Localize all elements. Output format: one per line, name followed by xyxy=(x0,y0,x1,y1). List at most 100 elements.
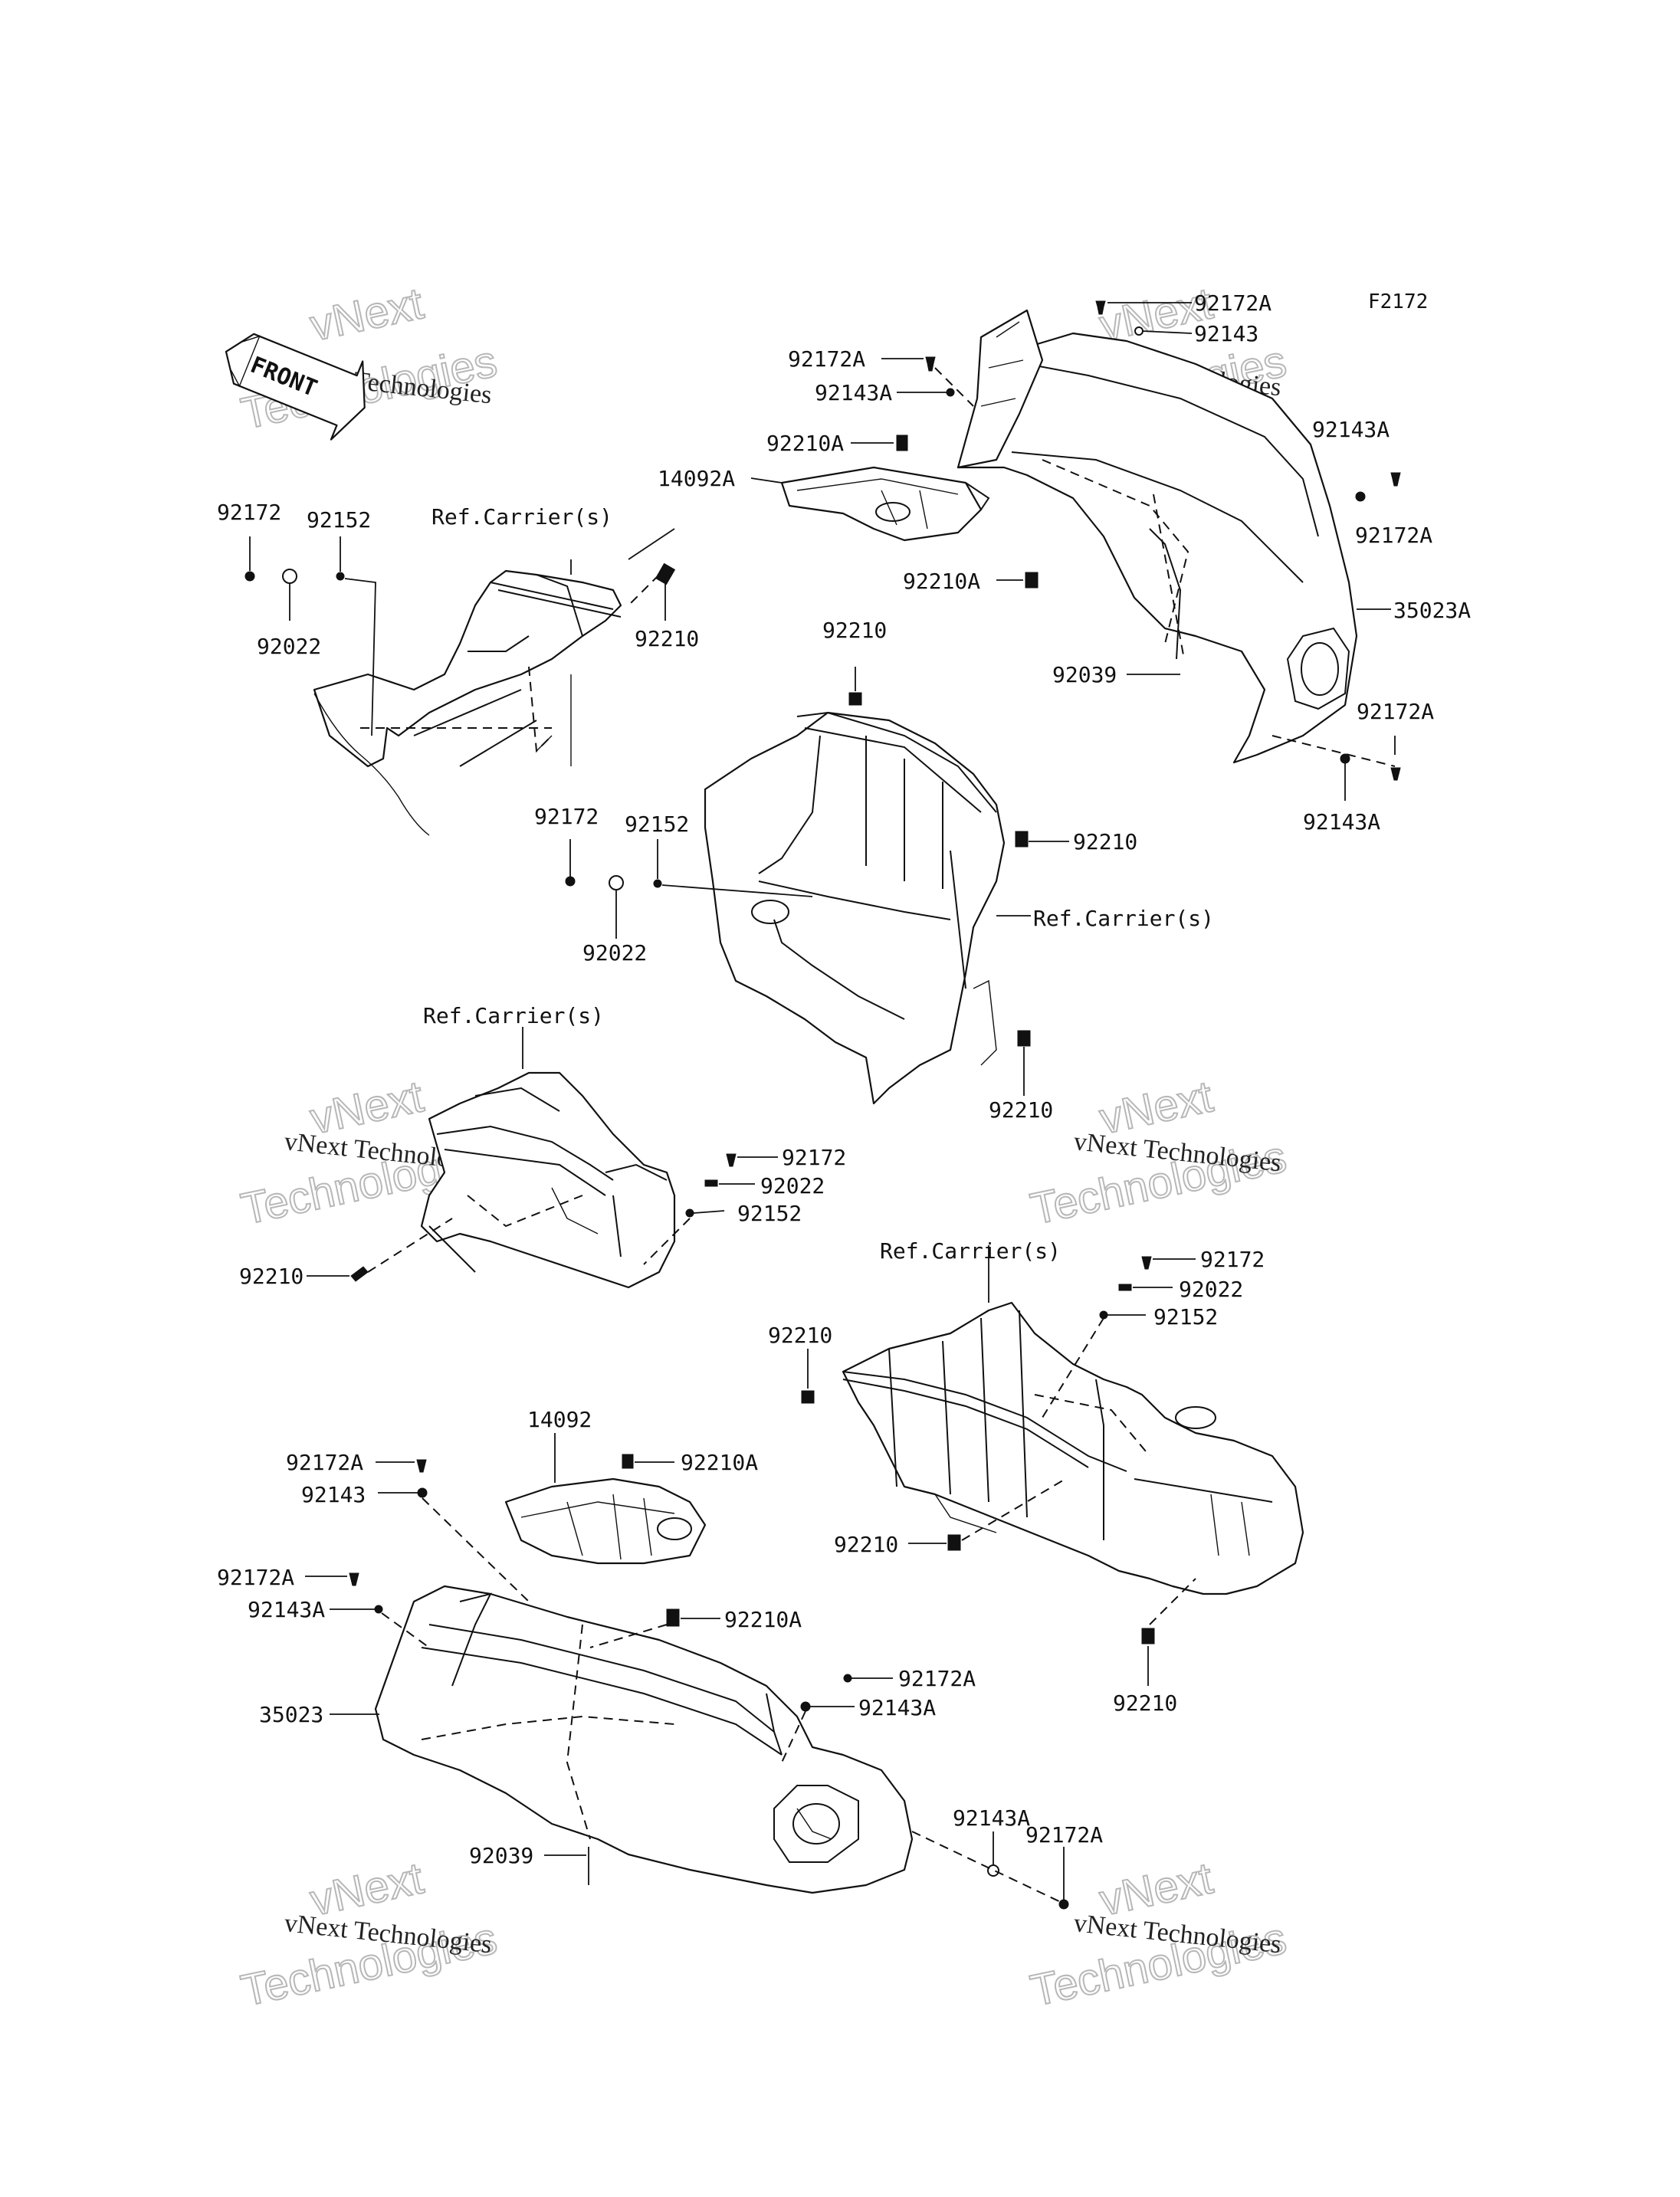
watermark-mid-right: vNext Technologies vNext Technologies xyxy=(1025,1071,1291,1235)
label-92210: 92210 xyxy=(834,1532,898,1557)
nut-icon xyxy=(1099,1310,1108,1320)
label-92210: 92210 xyxy=(1073,829,1137,854)
label-92172: 92172 xyxy=(534,804,599,829)
bolt-icon xyxy=(925,356,936,372)
label-92143: 92143 xyxy=(1194,321,1258,346)
label-92172: 92172 xyxy=(217,500,281,525)
label-92210A: 92210A xyxy=(766,431,844,456)
bolt-icon xyxy=(1095,300,1106,315)
label-92172A: 92172A xyxy=(788,346,865,372)
label-92143A: 92143A xyxy=(953,1805,1030,1831)
bolt-icon xyxy=(726,1153,737,1167)
mud-guard-14092 xyxy=(504,1477,707,1565)
bolt-icon xyxy=(1058,1899,1069,1910)
nut-icon xyxy=(653,879,662,888)
washer-icon xyxy=(282,569,297,584)
bolt-icon xyxy=(349,1572,359,1586)
label-92172A: 92172A xyxy=(1357,699,1434,724)
watermark-big-text: vNext xyxy=(306,278,428,350)
clip-icon xyxy=(1025,572,1039,589)
label-92172A: 92172A xyxy=(898,1666,976,1691)
label-ref-carrier: Ref.Carrier(s) xyxy=(431,504,612,530)
bolt-icon xyxy=(1390,767,1401,781)
label-35023: 35023 xyxy=(259,1702,323,1727)
label-ref-carrier: Ref.Carrier(s) xyxy=(880,1238,1061,1264)
label-14092: 14092 xyxy=(527,1407,592,1432)
label-92022: 92022 xyxy=(582,940,647,966)
label-92210: 92210 xyxy=(239,1264,304,1289)
label-92210: 92210 xyxy=(989,1097,1053,1123)
inner-fender-middle-left xyxy=(420,1071,676,1289)
clip-icon xyxy=(1141,1628,1155,1644)
label-92022: 92022 xyxy=(1179,1277,1243,1302)
washer-icon xyxy=(609,875,624,890)
label-ref-carrier: Ref.Carrier(s) xyxy=(423,1003,604,1028)
clip-icon xyxy=(896,434,908,451)
label-ref-carrier: Ref.Carrier(s) xyxy=(1033,906,1214,931)
label-92210A: 92210A xyxy=(681,1450,758,1475)
rear-fender-35023A xyxy=(956,309,1358,764)
label-92152: 92152 xyxy=(737,1201,802,1226)
callout-labels: 92172A 92143 92172A 92143A 92210A 14092A… xyxy=(217,290,1471,1868)
label-92210A: 92210A xyxy=(903,569,980,594)
mud-guard-14092A xyxy=(780,466,990,542)
label-92172: 92172 xyxy=(782,1145,846,1170)
watermark-bottom-left: vNext Technologies vNext Technologies xyxy=(236,1852,502,2016)
bolt-icon xyxy=(244,571,255,582)
washer-icon xyxy=(987,1864,999,1877)
label-92143A: 92143A xyxy=(858,1695,936,1720)
clip-icon xyxy=(622,1454,634,1469)
clip-icon xyxy=(947,1534,961,1551)
bolt-icon xyxy=(416,1459,427,1473)
label-92143A: 92143A xyxy=(815,380,892,405)
washer-icon xyxy=(1355,491,1366,502)
nut-icon xyxy=(336,572,345,581)
label-92210: 92210 xyxy=(822,618,887,643)
clip-icon xyxy=(350,1266,369,1282)
label-92152: 92152 xyxy=(625,812,689,837)
label-35023A: 35023A xyxy=(1393,598,1471,623)
label-92172A: 92172A xyxy=(1025,1822,1103,1848)
label-92022: 92022 xyxy=(257,634,321,659)
label-92143A: 92143A xyxy=(1303,809,1380,835)
bolt-icon xyxy=(1141,1256,1152,1270)
label-92172A: 92172A xyxy=(1355,523,1432,548)
washer-icon xyxy=(800,1701,811,1712)
washer-icon xyxy=(1134,326,1144,336)
label-92143A: 92143A xyxy=(248,1597,325,1622)
label-92210: 92210 xyxy=(1113,1690,1177,1716)
label-92210A: 92210A xyxy=(724,1607,802,1632)
inner-fender-front-left xyxy=(313,569,622,836)
label-92172A: 92172A xyxy=(1194,290,1271,316)
label-92152: 92152 xyxy=(1153,1304,1218,1330)
washer-icon xyxy=(374,1605,383,1614)
label-92172A: 92172A xyxy=(286,1450,363,1475)
label-92022: 92022 xyxy=(760,1173,825,1199)
washer-icon xyxy=(1118,1284,1132,1291)
clip-icon xyxy=(801,1390,815,1404)
nut-icon xyxy=(685,1208,694,1218)
figure-code: F2172 xyxy=(1368,290,1428,313)
label-14092A: 14092A xyxy=(658,466,735,491)
inner-fender-middle-right xyxy=(842,1301,1304,1595)
washer-icon xyxy=(417,1487,428,1498)
label-92172: 92172 xyxy=(1200,1247,1265,1272)
clip-icon xyxy=(1015,831,1029,848)
bolt-icon xyxy=(565,876,576,887)
clip-icon xyxy=(848,692,862,706)
watermark-bottom-right: vNext Technologies vNext Technologies xyxy=(1025,1852,1291,2016)
bolt-icon xyxy=(843,1674,852,1683)
label-92039: 92039 xyxy=(469,1843,533,1868)
clip-icon xyxy=(1017,1030,1031,1047)
label-92143: 92143 xyxy=(301,1482,366,1507)
front-arrow-icon: FRONT xyxy=(225,333,366,441)
label-92039: 92039 xyxy=(1052,662,1117,687)
washer-icon xyxy=(704,1179,718,1187)
label-92210: 92210 xyxy=(768,1323,832,1348)
inner-fender-rear-right xyxy=(704,711,1006,1105)
label-92152: 92152 xyxy=(307,507,371,533)
clip-icon xyxy=(666,1608,680,1627)
label-92143A: 92143A xyxy=(1312,417,1390,442)
front-fender-35023 xyxy=(374,1585,914,1894)
